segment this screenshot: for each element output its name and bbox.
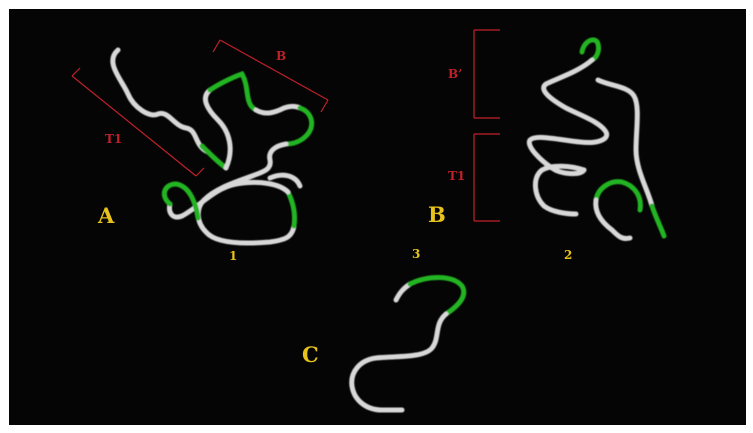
- structure-3: [349, 275, 467, 413]
- bracket-a-b: [212, 39, 329, 113]
- structure-2-core-1: [526, 57, 610, 177]
- region-label-b-t1: T1: [448, 169, 465, 183]
- structure-number-3: 3: [412, 247, 420, 261]
- structure-1-green-2: [207, 70, 259, 113]
- region-label-a-t1: T1: [105, 132, 122, 146]
- structure-1-t1-segment: [110, 47, 211, 155]
- structure-2-core-2: [533, 163, 587, 217]
- structure-2-green-2: [649, 203, 667, 239]
- bracket-b-t1: [473, 133, 500, 222]
- structure-number-1: 1: [229, 249, 237, 263]
- structure-number-2: 2: [564, 248, 572, 262]
- panel-letter-c: C: [302, 342, 319, 367]
- panel-letter-b: B: [428, 202, 446, 227]
- structure-3-core-2: [349, 311, 449, 413]
- structure-2: [526, 37, 667, 241]
- structure-1: [110, 47, 315, 246]
- structure-1-core-1: [203, 87, 233, 171]
- panel-letter-a: A: [97, 203, 115, 228]
- structure-3-green-1: [407, 275, 467, 317]
- structure-1-core-2: [253, 104, 303, 116]
- structure-2-green-3: [593, 179, 643, 213]
- region-label-b-bprime: B’: [448, 67, 462, 81]
- structure-1-core-4: [167, 179, 291, 220]
- bracket-a-t1: [71, 67, 205, 177]
- bracket-b-bprime: [473, 29, 500, 119]
- structure-1-green-5: [161, 181, 201, 221]
- structure-2-core-4: [593, 197, 633, 241]
- region-label-a-b: B: [276, 49, 286, 63]
- structure-3-core-1: [393, 281, 413, 303]
- structure-1-core-5: [267, 172, 303, 189]
- structure-1-green-4: [285, 189, 297, 229]
- structure-2-green-1: [579, 37, 601, 63]
- structure-2-core-3: [595, 77, 655, 209]
- structure-1-green-3: [283, 105, 315, 147]
- structure-1-green-1: [199, 143, 229, 171]
